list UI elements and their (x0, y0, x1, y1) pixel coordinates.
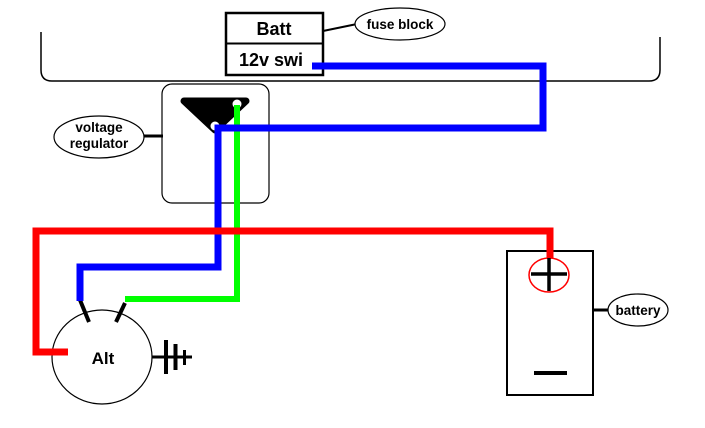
battery-box (506, 250, 594, 396)
voltage-regulator-label-line2: regulator (70, 136, 129, 151)
fuse-block-callout-label: fuse block (367, 17, 434, 32)
regulator-triangle-icon (180, 97, 250, 134)
fuse-block-12vswi-label: 12v swi (239, 50, 303, 70)
alternator-terminal-stub-left (78, 299, 91, 323)
voltage-regulator-label-line1: voltage (75, 120, 123, 135)
green-wire-regulator-to-alternator (125, 105, 240, 302)
blue-wire-12vswi-to-regulator-to-alternator (76, 62, 547, 301)
fuse-block-box: Batt 12v swi (224, 11, 325, 77)
alternator-terminal-stub-right (114, 302, 127, 323)
panel-outline (40, 32, 661, 82)
battery-callout-label: battery (615, 303, 661, 318)
battery-callout: battery (593, 293, 669, 327)
fuse-block-callout-line (322, 23, 358, 32)
fuse-block-callout: fuse block (322, 7, 446, 41)
red-wire-alternator-to-battery (32, 227, 554, 356)
voltage-regulator-callout: voltage regulator (53, 115, 163, 159)
ground-symbol-icon (152, 340, 192, 374)
fuse-block-callout-bubble (354, 7, 446, 41)
alternator-label: Alt (92, 349, 115, 368)
voltage-regulator-callout-bubble (53, 115, 145, 159)
plus-in-circle-icon (528, 257, 570, 293)
fuse-block-batt-label: Batt (257, 19, 292, 39)
alternator: Alt (51, 299, 192, 405)
battery-callout-bubble (607, 293, 669, 327)
